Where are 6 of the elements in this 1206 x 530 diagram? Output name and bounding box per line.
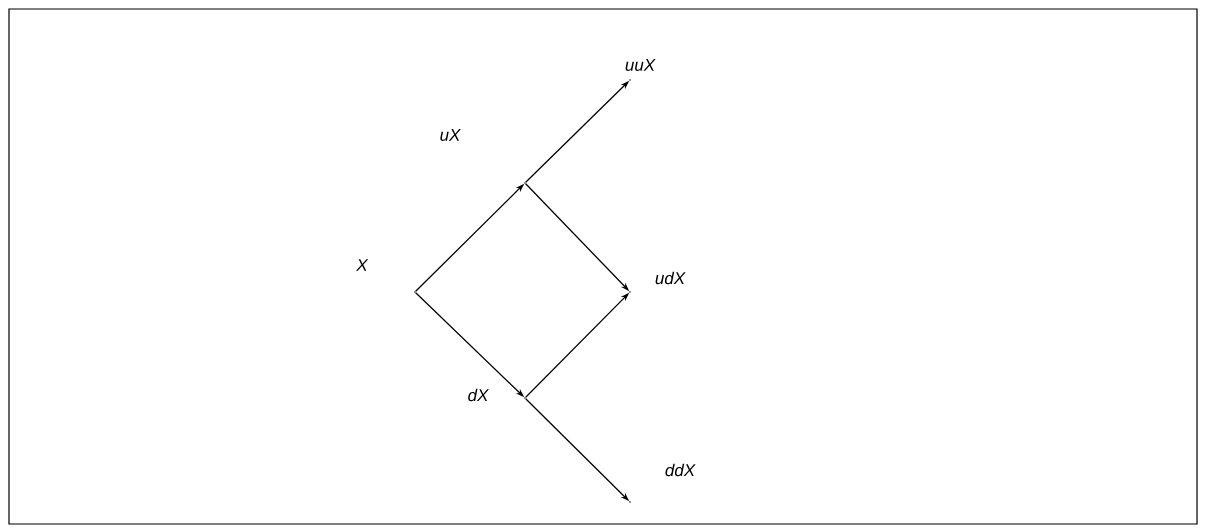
node-label: X — [356, 259, 416, 293]
node-label: uuX — [625, 59, 656, 81]
node-label: ddX — [629, 463, 696, 503]
node-label: udX — [629, 271, 686, 293]
node-label: dX — [468, 388, 526, 402]
node-label: uX — [440, 129, 526, 184]
